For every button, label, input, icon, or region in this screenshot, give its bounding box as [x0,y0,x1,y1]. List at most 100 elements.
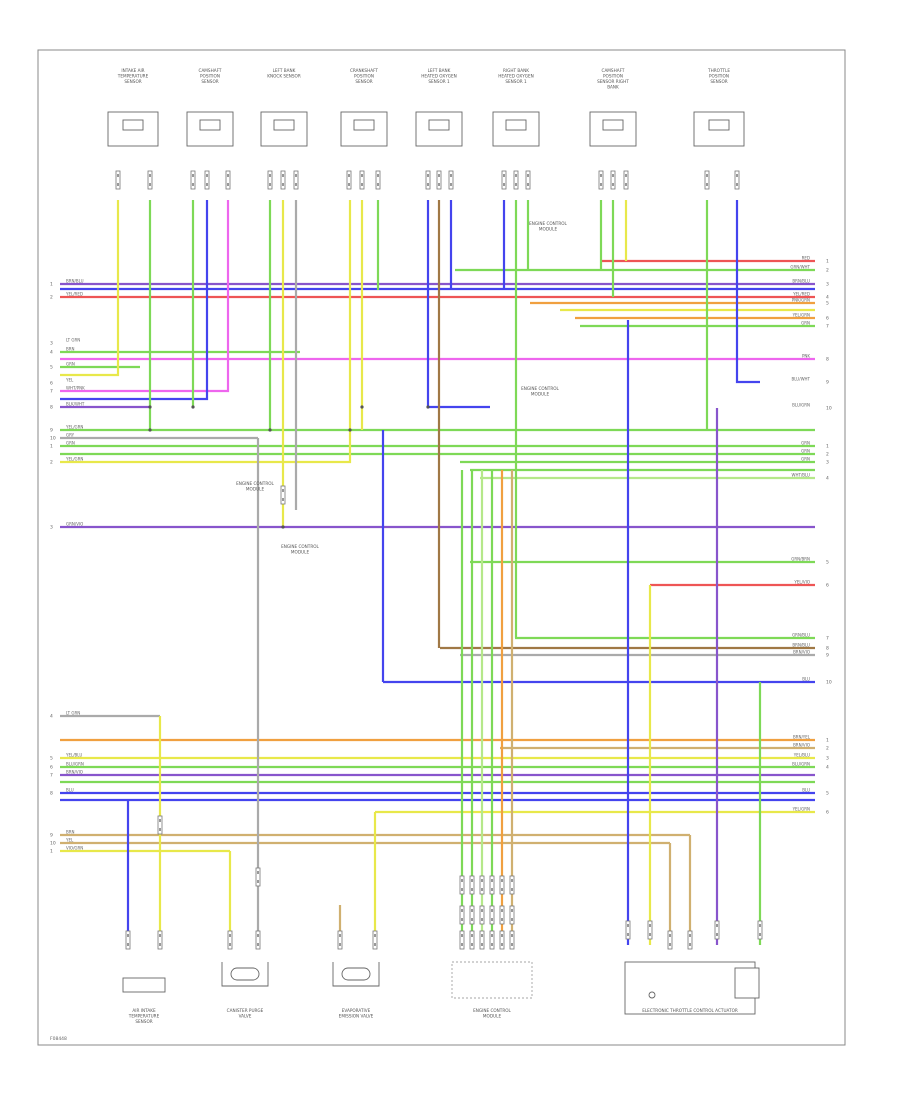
connector-pin [704,170,710,190]
component-label: KNOCK SENSOR [267,74,301,79]
sensor-icon [353,119,375,131]
actuator-icon [734,967,760,999]
coil-icon [341,967,371,981]
connector-pin [204,170,210,190]
pin-mark [361,174,363,177]
wire-label-h11: GRN [66,441,75,446]
pin-mark [257,880,259,883]
wire-label-h16: BLU/GRN [66,762,84,767]
component-label: POSITION [200,74,220,79]
wire-label-r11: GRN [801,441,810,446]
pin-number: 2 [826,268,829,274]
connector-pin [227,930,233,950]
connector-pin [499,930,505,950]
wire-label-h20: YEL [65,838,74,843]
splice-dot [148,428,152,432]
pin-mark [481,909,483,912]
component-label: CAMSHAFT [602,68,625,73]
wire-label-r20: BLU [802,677,810,682]
pin-number: 7 [50,773,53,779]
component-label: AIR INTAKE [132,1008,156,1013]
pin-mark [339,943,341,946]
connector-pin [255,867,261,887]
pin-mark [716,924,718,927]
pin-mark [491,879,493,882]
connector-pin [687,930,693,950]
pin-mark [149,174,151,177]
wire-label-h18: BLU [66,788,74,793]
connector-pin [280,485,286,505]
wire-label-h12: YEL/GRN [65,457,83,462]
pin-number: 8 [50,791,53,797]
pin-mark [282,174,284,177]
note-text: ENGINE CONTROL [529,221,567,226]
wire-label-r12: GRN [801,449,810,454]
pin-mark [503,174,505,177]
splice-dot [360,405,364,409]
component-label: LEFT BANK [428,68,451,73]
component-label: LEFT BANK [273,68,296,73]
sensor-icon [708,119,730,131]
pin-mark [471,909,473,912]
pin-mark [461,909,463,912]
connector-pin [499,875,505,895]
wire-label-r21: BRN/YEL [793,735,811,740]
wire-label-r22: BRN/VIO [793,743,810,748]
wire-label-h13: GRN/VIO [66,522,83,527]
pin-mark [257,871,259,874]
pin-number: 4 [50,350,53,356]
connector-pin [525,170,531,190]
connector-pin [623,170,629,190]
pin-number: 5 [826,560,829,566]
pin-mark [159,828,161,831]
pin-mark [377,183,379,186]
wire-label-r1: RED [802,256,810,261]
connector-pin [489,930,495,950]
pin-mark [227,183,229,186]
connector-pin [293,170,299,190]
connector-pin [359,170,365,190]
connector-pin [479,875,485,895]
pin-number: 3 [50,341,53,347]
pin-mark [461,943,463,946]
connector-pin [479,905,485,925]
wire-label-r23: YEL/BLU [793,753,810,758]
connector-pin [625,920,631,940]
wire-label-r18: BRN/BLU [792,643,810,648]
pin-number: 4 [826,765,829,771]
pin-mark [374,934,376,937]
wire-label-r26: YEL/GRN [792,807,810,812]
connector-pin [469,930,475,950]
wire-label-h7: WHT/PNK [66,386,85,391]
connector-pin [157,815,163,835]
pin-mark [471,918,473,921]
wire-label-r24: BLU/GRN [792,762,810,767]
wire-label-h5: GRN [66,362,75,367]
pin-mark [295,183,297,186]
pin-mark [600,183,602,186]
component-label: SENSOR [135,1019,152,1024]
connector-pin [489,905,495,925]
pin-mark [649,924,651,927]
wire-label-h1: BRN/BLU [66,279,84,284]
wire-label-r9: BLU/WHT [792,377,811,382]
wire-label-r6: YEL/GRN [792,313,810,318]
pin-number: 7 [826,324,829,330]
connector-pin [425,170,431,190]
wire-label-r19: BRN/VIO [793,650,810,655]
connector-pin [459,875,465,895]
component-label: SENSOR RIGHT [597,79,629,84]
wire-label-r25: BLU [802,788,810,793]
connector-pin [469,875,475,895]
pin-mark [269,174,271,177]
pin-number: 1 [826,738,829,744]
pin-number: 10 [826,406,832,412]
pin-mark [282,183,284,186]
note-text: MODULE [291,550,310,555]
connector-pin [337,930,343,950]
sensor-icon [122,977,166,993]
